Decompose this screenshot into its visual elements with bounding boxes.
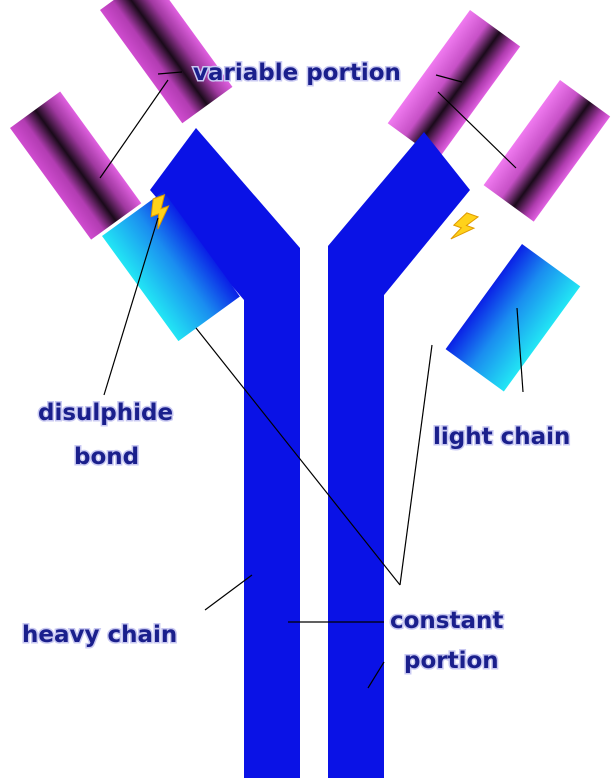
- bond-label: bond: [74, 444, 139, 470]
- left-light-variable-region: [10, 92, 141, 240]
- right-heavy-chain-arm: [328, 132, 470, 300]
- right-light-constant-region: [446, 244, 581, 391]
- variable-portion-label: variable portion: [193, 60, 401, 86]
- leader-lines: [100, 72, 523, 688]
- right-heavy-chain-stem: [328, 295, 384, 778]
- heavy-chain-label: heavy chain: [22, 622, 177, 648]
- left-arm: [10, 0, 300, 341]
- lightning-bolt-icon: [449, 210, 478, 245]
- portion-label: portion: [404, 648, 499, 674]
- right-light-variable-region: [484, 80, 611, 222]
- light-chain-label: light chain: [433, 424, 570, 450]
- constant-label: constant: [390, 608, 503, 634]
- right-heavy-variable-region: [388, 10, 520, 160]
- left-heavy-chain-stem: [244, 295, 300, 778]
- disulphide-label: disulphide: [38, 400, 173, 426]
